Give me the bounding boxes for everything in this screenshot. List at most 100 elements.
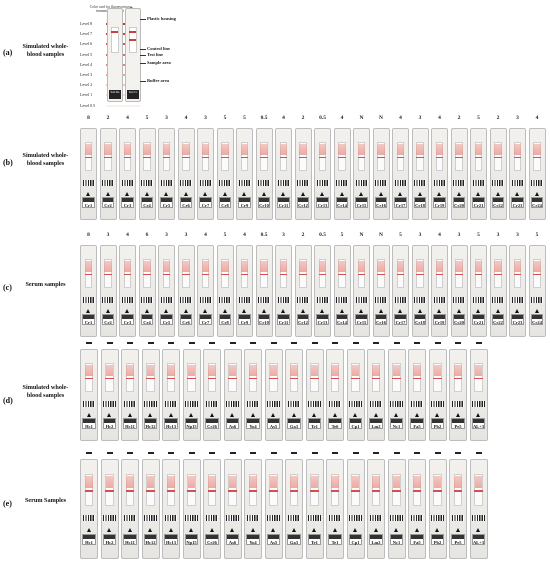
arrow-marker <box>125 191 129 196</box>
sample-id: Cr23 <box>512 202 523 208</box>
sample-tag: Cr13 <box>316 197 329 209</box>
test-strip: Cr26 <box>203 459 221 559</box>
arrow-marker <box>281 191 285 196</box>
result-level: 3 <box>184 232 188 238</box>
arrow-marker <box>261 191 266 196</box>
control-line <box>289 377 299 380</box>
arrow-marker <box>242 191 246 196</box>
negative-mark <box>188 452 195 454</box>
sample-pad <box>208 476 216 488</box>
arrow-marker <box>398 308 402 313</box>
panel-e-title: Serum Samples <box>24 497 67 504</box>
sample-pad <box>105 364 114 376</box>
scale-marks <box>82 296 95 303</box>
test-strip: Cr7 <box>197 128 214 220</box>
arrow-marker <box>476 191 480 196</box>
sample-tag: Pb2 <box>430 418 445 430</box>
control-line <box>474 156 483 159</box>
level-label: Level 2 <box>80 82 93 88</box>
sample-pad <box>513 143 522 155</box>
sample-pad <box>123 143 132 155</box>
scale-marks <box>226 515 239 521</box>
sample-tag: Cr8 <box>218 197 232 209</box>
sample-pad <box>396 260 405 272</box>
sample-pad <box>474 260 483 272</box>
sample-id: Cr17 <box>395 319 406 325</box>
control-line <box>221 273 229 276</box>
callout-arrow <box>140 55 146 56</box>
sample-id: Hc1 <box>85 539 93 545</box>
callout-plastic-housing: Plastic housing <box>147 16 176 21</box>
sample-pad <box>249 476 257 488</box>
result-level: N <box>379 232 383 238</box>
scale-marks <box>453 296 465 303</box>
scale-marks <box>180 296 192 303</box>
level-label: Level 7 <box>80 31 93 37</box>
sample-pad <box>249 364 257 376</box>
result-level: 0.5 <box>260 232 268 238</box>
negative-mark <box>393 452 400 454</box>
test-strip: Cr7 <box>197 245 214 337</box>
sample-tag: Lm2 <box>369 418 383 430</box>
result-level: 4 <box>282 115 285 121</box>
tag-header <box>185 419 198 424</box>
scale-marks <box>433 179 446 186</box>
tag-header <box>165 419 177 424</box>
arrow-marker <box>373 412 378 417</box>
sample-tag: Cr10 <box>257 314 271 326</box>
test-strip: As6 <box>223 349 242 441</box>
sample-id: Cr10 <box>259 202 269 208</box>
scale-marks <box>511 179 524 186</box>
sample-id: Cr22 <box>493 202 503 208</box>
arrow-marker <box>250 528 255 532</box>
tag-header <box>414 198 426 203</box>
panel-d-letter: (d) <box>3 396 13 405</box>
control-line <box>84 490 94 492</box>
sample-pad <box>331 476 339 488</box>
sample-id: As6 <box>228 423 237 429</box>
tag-header <box>370 419 382 424</box>
test-strip: Cr11 <box>275 245 292 337</box>
negative-mark <box>332 452 338 454</box>
level-label: Level 4 <box>80 61 93 67</box>
sample-id: Cr8 <box>221 319 229 325</box>
sample-id: Cr4 <box>143 202 151 208</box>
tag-header <box>411 535 423 539</box>
arrow-marker <box>230 412 234 417</box>
sample-id: Np15 <box>186 539 197 545</box>
result-level: 3 <box>516 115 519 121</box>
scale-marks <box>492 179 504 186</box>
sample-id: Cr7 <box>201 319 210 325</box>
arrow-marker <box>203 308 207 313</box>
test-strip: Hc2 <box>100 459 119 559</box>
control-line <box>143 156 151 159</box>
result-level: 4 <box>399 115 402 121</box>
scale-marks <box>103 515 116 521</box>
sample-tag: As6 <box>225 534 240 545</box>
arrow-marker <box>209 412 214 417</box>
sample-tag: Cr2 <box>101 314 115 326</box>
test-strip: Cr5 <box>158 128 175 220</box>
sample-id: Cr9 <box>240 319 249 325</box>
control-line <box>129 31 136 33</box>
arrow-marker <box>107 412 111 417</box>
control-line <box>318 273 327 276</box>
sample-pad <box>413 364 421 376</box>
sample-id: Cr2 <box>104 202 112 208</box>
result-level: 4 <box>535 115 539 121</box>
sample-id: Hc2 <box>105 539 114 545</box>
tag-header <box>411 419 423 424</box>
sample-id: Ga3 <box>289 423 298 429</box>
tag-header <box>317 315 328 320</box>
arrow-marker <box>189 528 193 532</box>
scale-marks <box>277 296 290 303</box>
arrow-marker <box>183 191 188 196</box>
test-strip: Cr23 <box>509 245 526 337</box>
tag-header <box>206 535 218 539</box>
arrow-marker <box>414 412 419 417</box>
scale-marks <box>492 296 504 303</box>
negative-mark <box>147 342 154 344</box>
tag-header <box>390 535 403 539</box>
control-line <box>146 377 155 380</box>
arrow-marker <box>105 191 110 196</box>
